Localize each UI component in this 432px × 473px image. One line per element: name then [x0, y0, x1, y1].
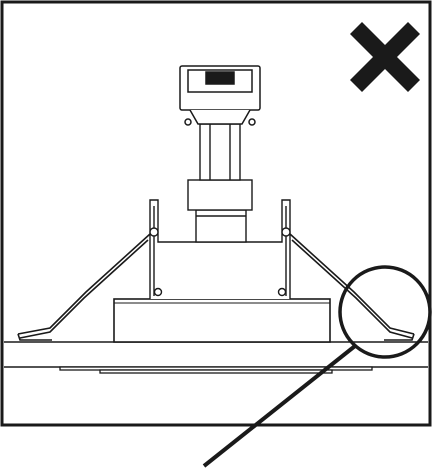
trim-ring — [59, 366, 373, 374]
ceiling-panel — [4, 341, 428, 368]
lamp-socket — [187, 123, 253, 243]
diagram-frame — [0, 0, 432, 427]
driver-box — [179, 65, 261, 126]
spring-clips — [17, 233, 415, 341]
detail-callout-circle — [338, 265, 432, 359]
housing-body — [113, 298, 331, 343]
incorrect-x-icon — [349, 21, 421, 93]
callout-leader-line — [202, 344, 357, 468]
